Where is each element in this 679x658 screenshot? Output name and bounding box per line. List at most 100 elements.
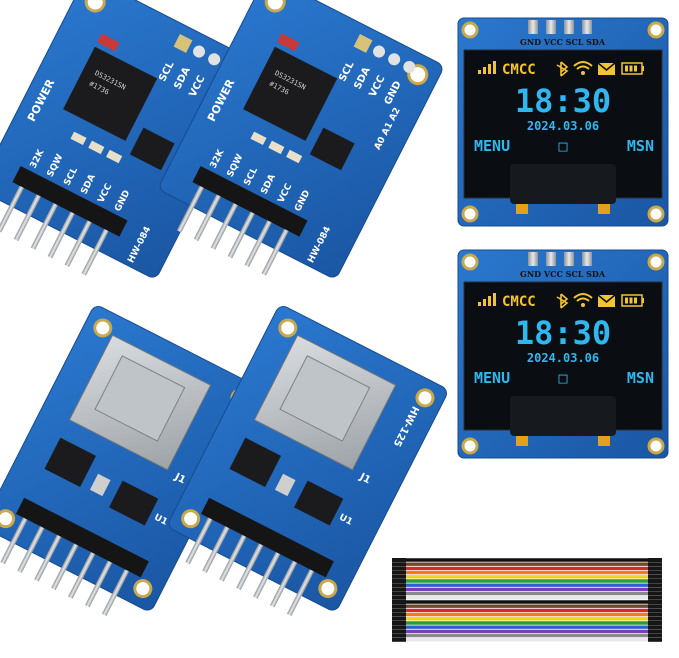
dupont-connector (648, 600, 662, 604)
dupont-connector (648, 629, 662, 634)
dupont-connector (392, 562, 406, 567)
dupont-connector (648, 591, 662, 596)
menu-center-icon: □ (558, 369, 567, 387)
level-shifter-ic (109, 480, 159, 526)
flex-cable (510, 164, 616, 204)
carrier-text: CMCC (502, 62, 536, 78)
bottom-header (15, 497, 149, 578)
dupont-connector (392, 604, 406, 609)
header-pins (0, 517, 130, 617)
dupont-connector (648, 637, 662, 642)
dupont-connector (648, 616, 662, 621)
time-display: 18:30 (515, 82, 611, 120)
dupont-connector (648, 604, 662, 609)
header-pins (0, 185, 109, 276)
wifi-icon (573, 293, 593, 307)
bottom-header (12, 166, 128, 237)
smd-resistor (106, 149, 123, 164)
dupont-connector (392, 608, 406, 613)
dupont-connector (648, 570, 662, 575)
silk-label-j1: J1 (172, 471, 187, 486)
dupont-connector (392, 629, 406, 634)
dupont-connector (648, 595, 662, 600)
oled-display-1: GND VCC SCL SDA CMCC 18:30 (457, 17, 669, 227)
wifi-icon (573, 61, 593, 75)
dupont-connector (392, 637, 406, 642)
dupont-connector (648, 558, 662, 562)
date-display: 2024.03.06 (527, 351, 599, 365)
battery-icon (621, 62, 644, 75)
level-shifter-ic (294, 480, 344, 526)
bottom-header (200, 497, 334, 578)
dupont-connector (648, 566, 662, 571)
dupont-connector (648, 633, 662, 638)
menu-center-icon: □ (558, 137, 567, 155)
dupont-connector (648, 608, 662, 613)
ds3231-chip (243, 46, 338, 141)
carrier-text: CMCC (502, 294, 536, 310)
dupont-connector (392, 616, 406, 621)
rtc-module-2: SCL SDA VCC GND DS3231SN #1736 POWER A0 … (159, 0, 443, 278)
header-pins (176, 185, 289, 276)
regulator (44, 437, 96, 488)
oled-header-pins (528, 252, 592, 266)
menu-left-label: MENU (474, 137, 510, 155)
dupont-connector (392, 595, 406, 600)
dupont-connector (392, 566, 406, 571)
mail-icon (597, 294, 616, 307)
capacitor (274, 473, 296, 497)
signal-icon (478, 293, 496, 306)
eeprom-chip (309, 127, 355, 171)
dupont-connector (392, 633, 406, 638)
sd-module-2: HW-125 J1 U1 (168, 306, 447, 617)
dupont-connector (392, 591, 406, 596)
date-display: 2024.03.06 (527, 119, 599, 133)
red-smd (277, 33, 300, 52)
dupont-connector (648, 587, 662, 592)
dupont-connector (392, 583, 406, 588)
dupont-connector (392, 570, 406, 575)
dupont-connector (648, 583, 662, 588)
capacitor (89, 473, 111, 497)
oled-display-2: GND VCC SCL SDA CMCC 18:30 2 (457, 249, 669, 459)
silk-label-j1: J1 (357, 471, 372, 486)
smd-resistor (70, 131, 87, 146)
jumper-wire-bundle (392, 558, 662, 642)
rtc-module-1: SCL SDA VCC GND DS3231SN #1736 POWER A0 … (0, 0, 263, 278)
menu-left-label: MENU (474, 369, 510, 387)
dupont-connector (648, 579, 662, 583)
dupont-connector (392, 612, 406, 617)
flex-cable (510, 396, 616, 436)
dupont-connector (648, 625, 662, 630)
dupont-connector (648, 612, 662, 617)
menu-right-label: MSN (627, 369, 654, 387)
bluetooth-icon (556, 293, 569, 309)
signal-icon (478, 61, 496, 74)
oled-pin-labels: GND VCC SCL SDA (520, 37, 606, 47)
oled-pin-labels: GND VCC SCL SDA (520, 269, 606, 279)
dupont-connector (392, 558, 406, 562)
bluetooth-icon (556, 61, 569, 77)
red-smd (97, 33, 120, 52)
mail-icon (597, 62, 616, 75)
battery-icon (621, 294, 644, 307)
dupont-connector (392, 600, 406, 604)
menu-right-label: MSN (627, 137, 654, 155)
oled-header-pins (528, 20, 592, 34)
dupont-connector (648, 562, 662, 567)
time-display: 18:30 (515, 314, 611, 352)
ds3231-chip: DS3231SN #1736 (63, 46, 158, 141)
dupont-connector (648, 621, 662, 625)
regulator (229, 437, 281, 488)
dupont-connector (392, 587, 406, 592)
dupont-connector (392, 574, 406, 579)
bottom-header (192, 166, 308, 237)
smd-resistor (88, 140, 105, 155)
dupont-connector (392, 625, 406, 630)
dupont-connector (392, 621, 406, 625)
dupont-connector (648, 574, 662, 579)
header-pins (185, 517, 315, 617)
dupont-connector (392, 579, 406, 583)
eeprom-chip (129, 127, 175, 171)
